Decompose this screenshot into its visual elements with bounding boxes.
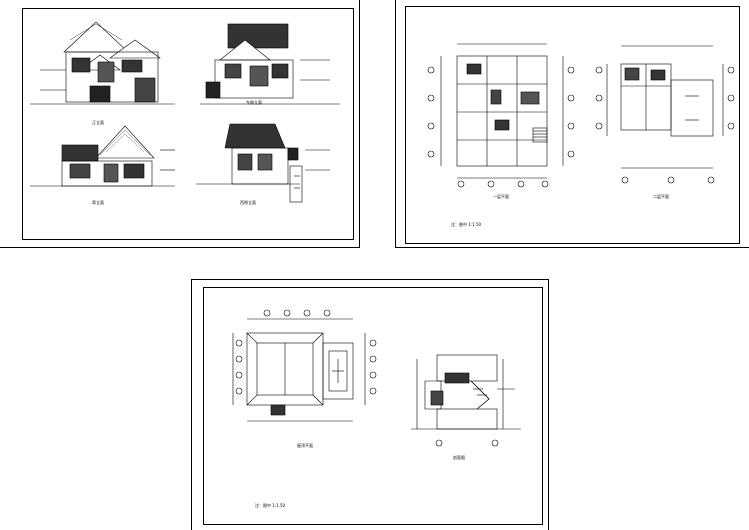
sheet-elevations: 正立面 东侧立面 背立面 西侧立面	[0, 0, 360, 248]
elevations-drawing	[30, 21, 340, 203]
section-caption: 剖面图	[453, 455, 465, 460]
east-elevation-graphic	[200, 23, 340, 105]
section-graphic	[411, 354, 521, 447]
west-elevation-caption: 西侧立面	[240, 200, 256, 205]
scale-note: 注：图中 1:1.50	[451, 222, 482, 227]
second-floor-plan-caption: 二层平面	[653, 194, 669, 199]
floor-plans-drawing	[427, 43, 735, 188]
north-elevation-graphic	[30, 125, 175, 187]
sheet-outer-frame	[0, 0, 360, 248]
scale-note: 注：图中 1:1.50	[255, 503, 286, 508]
second-floor-plan-graphic	[595, 45, 735, 184]
sheet-roof-section: 屋顶平面 剖面图 注：图中 1:1.50	[191, 279, 549, 530]
first-floor-plan-caption: 一层平面	[493, 194, 509, 199]
south-elevation-caption: 正立面	[92, 120, 104, 125]
sheet-inner-frame	[22, 8, 354, 240]
roof-plan-caption: 屋顶平面	[297, 443, 313, 448]
sheet-floor-plans: 一层平面 二层平面 注：图中 1:1.50	[395, 0, 749, 248]
west-elevation-graphic	[196, 123, 330, 203]
roof-section-drawing	[232, 309, 521, 447]
sheet-outer-frame	[191, 279, 549, 530]
sheet-outer-frame	[395, 0, 749, 248]
east-elevation-caption: 东侧立面	[246, 100, 262, 105]
sheet-inner-frame	[405, 6, 740, 244]
first-floor-plan-graphic	[427, 43, 575, 188]
south-elevation-graphic	[30, 21, 175, 105]
roof-plan-graphic	[232, 309, 377, 422]
north-elevation-caption: 背立面	[92, 200, 104, 205]
sheet-inner-frame	[203, 287, 543, 525]
